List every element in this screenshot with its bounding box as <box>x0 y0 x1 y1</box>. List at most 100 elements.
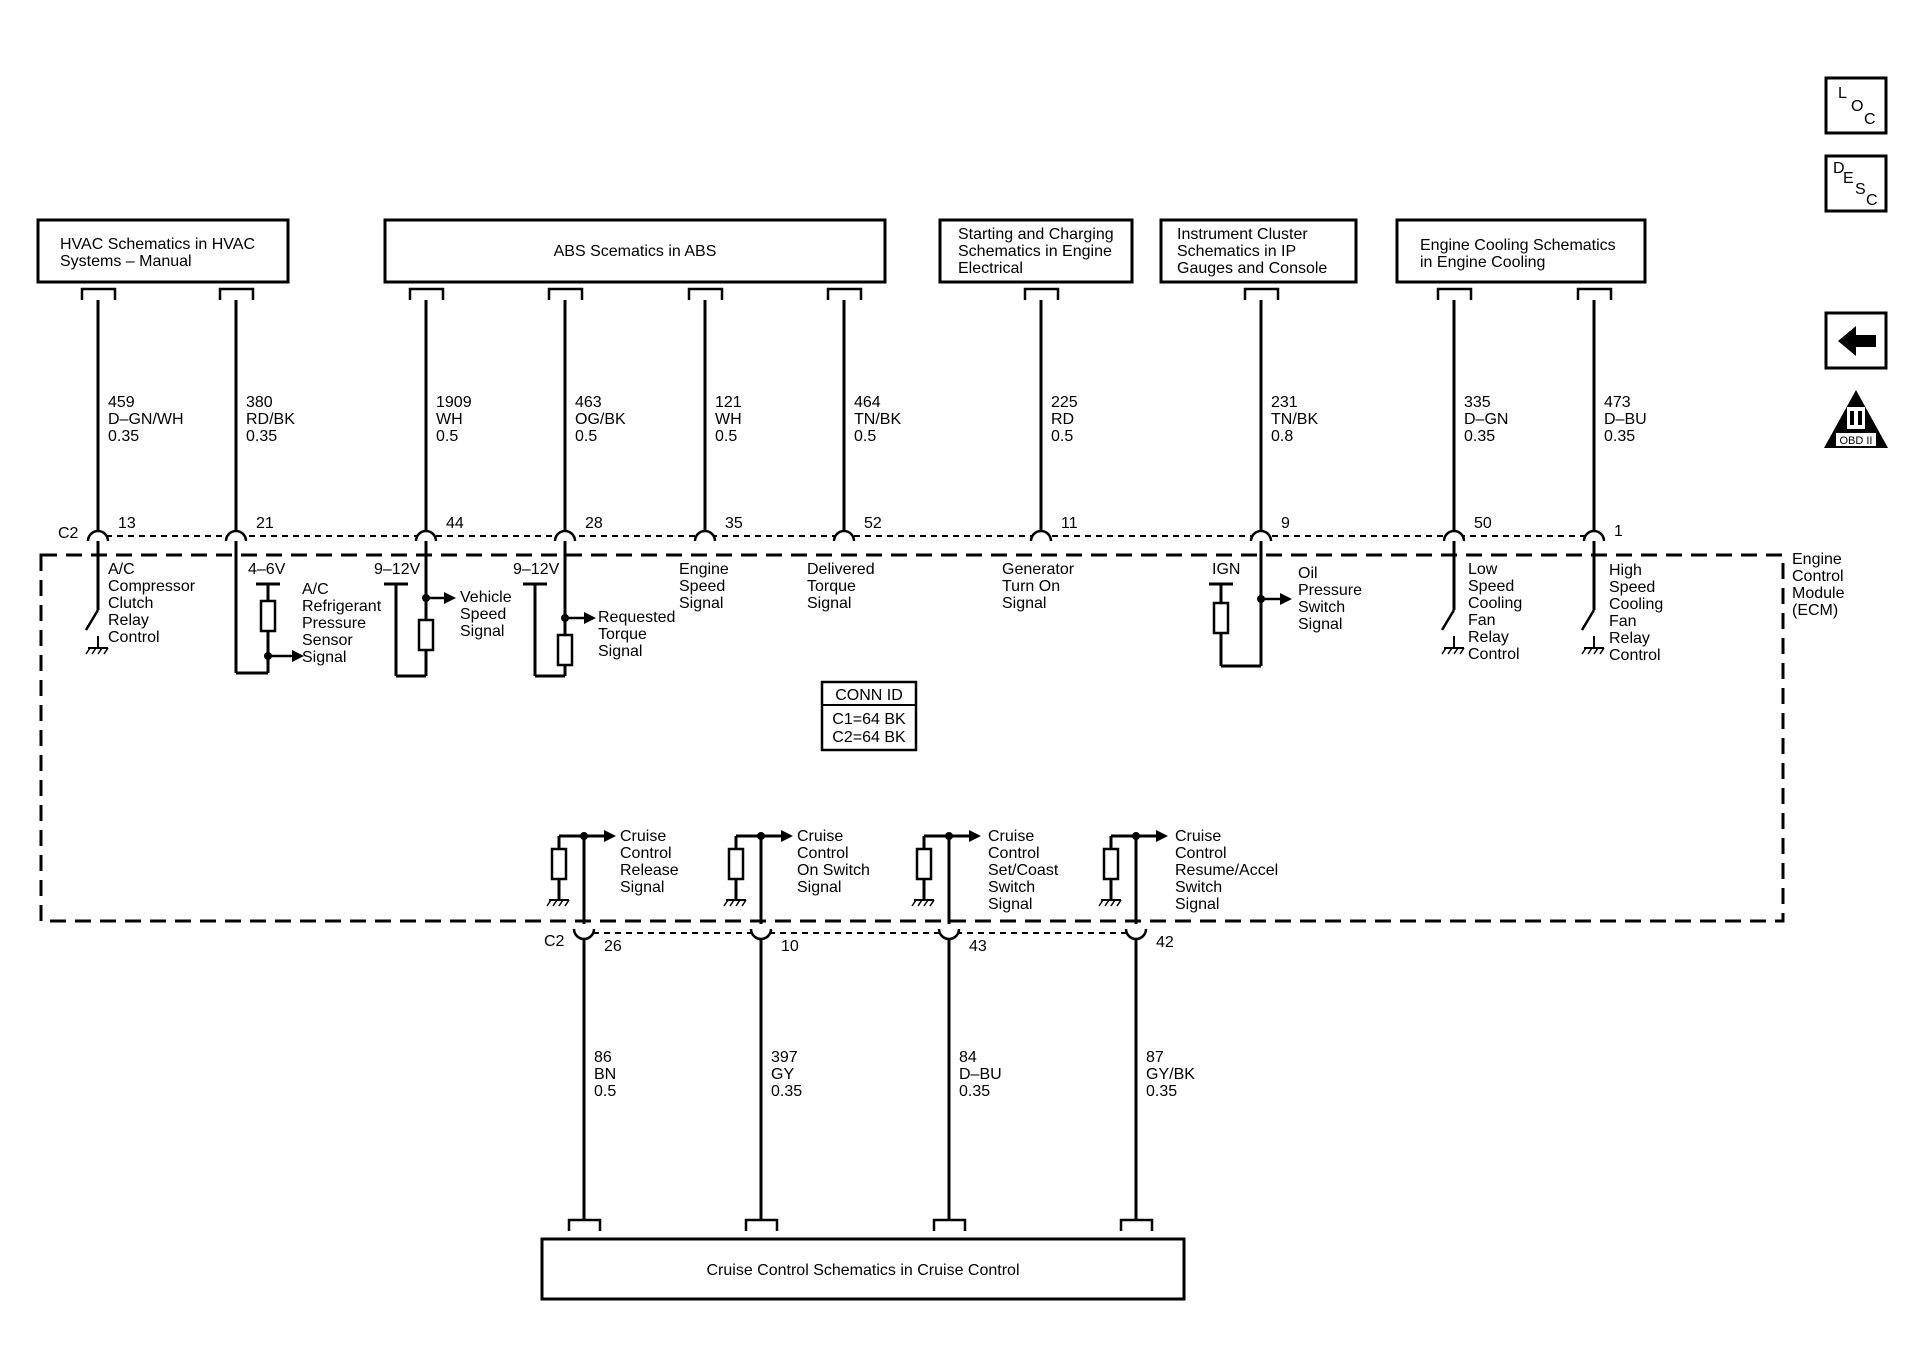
circuit-335-function-line-5: Relay <box>1468 629 1509 646</box>
circuit-86-function-line-4: Signal <box>620 879 664 896</box>
conn-id-line-1: C1=64 BK <box>832 711 906 728</box>
circuit-231-function-line-2: Pressure <box>1298 582 1362 599</box>
box-starting-charging[interactable]: Starting and Charging Schematics in Engi… <box>938 218 1134 284</box>
desc-letter-c: C <box>1866 192 1878 209</box>
circuit-335-ground-icon <box>1441 636 1465 655</box>
circuit-87-color: GY/BK <box>1146 1066 1195 1083</box>
circuit-463-arrow-icon <box>584 612 596 624</box>
circuit-86-pin-symbol <box>572 928 596 941</box>
circuit-87-function-line-1: Cruise <box>1175 828 1221 845</box>
loc-letter-l: L <box>1838 85 1847 102</box>
circuit-225-number: 225 <box>1051 394 1078 411</box>
circuit-1909-arrow-icon <box>444 592 456 604</box>
circuit-1909-function-line-3: Signal <box>460 623 504 640</box>
loc-letter-o: O <box>1851 98 1863 115</box>
box-starting-charging-line-1: Starting and Charging <box>958 226 1114 243</box>
circuit-397-color: GY <box>771 1066 794 1083</box>
circuit-463-junction <box>561 614 569 622</box>
circuit-397: Cruise Control On Switch Signal 10 397 G… <box>723 828 870 1231</box>
circuit-473-function-line-5: Relay <box>1609 630 1650 647</box>
circuit-380-pin: 21 <box>256 515 274 532</box>
box-instrument-cluster[interactable]: Instrument Cluster Schematics in IP Gaug… <box>1159 218 1358 284</box>
circuit-86-number: 86 <box>594 1049 612 1066</box>
circuit-473-function-line-6: Control <box>1609 647 1661 664</box>
circuit-231-junction <box>1257 595 1265 603</box>
circuit-464-gauge: 0.5 <box>854 428 876 445</box>
circuit-335-function-line-2: Speed <box>1468 578 1514 595</box>
box-abs-line-1: ABS Scematics in ABS <box>554 243 717 260</box>
desc-letter-s: S <box>1855 181 1866 198</box>
circuit-335: 335 D–GN 0.35 50 Low Speed Cooling Fan R… <box>1436 287 1522 663</box>
circuit-380-junction <box>264 652 272 660</box>
circuit-380-function-line-5: Signal <box>302 649 346 666</box>
circuit-459-pin-symbol <box>86 529 110 542</box>
ecm-label-line-4: (ECM) <box>1792 602 1838 619</box>
box-abs[interactable]: ABS Scematics in ABS <box>383 218 887 284</box>
circuit-225-function-line-1: Generator <box>1002 561 1075 578</box>
circuit-397-pin: 10 <box>781 938 799 955</box>
circuit-397-ground-icon <box>723 899 747 907</box>
connector-c2-top-label: C2 <box>58 525 79 542</box>
circuit-397-function-line-2: Control <box>797 845 849 862</box>
circuit-397-junction <box>757 832 765 840</box>
circuit-87-pin-symbol <box>1124 928 1148 941</box>
circuit-1909-pin: 44 <box>446 515 464 532</box>
box-engine-cooling-line-1: Engine Cooling Schematics <box>1420 237 1616 254</box>
obd-ii-button[interactable]: OBD II <box>1824 390 1888 448</box>
box-engine-cooling[interactable]: Engine Cooling Schematics in Engine Cool… <box>1395 218 1647 284</box>
circuit-121-gauge: 0.5 <box>715 428 737 445</box>
circuit-231-pin-symbol <box>1249 529 1273 542</box>
circuit-397-function-line-1: Cruise <box>797 828 843 845</box>
conn-id-line-2: C2=64 BK <box>832 729 906 746</box>
loc-button[interactable]: L O C <box>1824 76 1888 135</box>
circuit-335-pin: 50 <box>1474 515 1492 532</box>
circuit-380-function-line-1: A/C <box>302 581 329 598</box>
circuit-87-gauge: 0.35 <box>1146 1083 1177 1100</box>
circuit-84-function-line-2: Control <box>988 845 1040 862</box>
circuit-231-number: 231 <box>1271 394 1298 411</box>
circuit-464-function-line-2: Torque <box>807 578 856 595</box>
back-arrow-icon <box>1838 326 1876 356</box>
circuit-463-gauge: 0.5 <box>575 428 597 445</box>
desc-button[interactable]: D E S C <box>1824 154 1888 213</box>
circuit-335-function-line-6: Control <box>1468 646 1520 663</box>
circuit-87: Cruise Control Resume/Accel Switch Signa… <box>1098 828 1278 1231</box>
circuit-380-color: RD/BK <box>246 411 295 428</box>
circuit-397-gauge: 0.35 <box>771 1083 802 1100</box>
circuit-84-terminal <box>932 1218 967 1231</box>
box-engine-cooling-line-2: in Engine Cooling <box>1420 254 1545 271</box>
circuit-459-pin: 13 <box>118 515 136 532</box>
circuit-121-terminal <box>687 287 724 300</box>
circuit-473-pin-symbol <box>1582 529 1606 542</box>
circuit-1909-resistor <box>417 618 435 652</box>
box-cruise-control[interactable]: Cruise Control Schematics in Cruise Cont… <box>540 1237 1186 1301</box>
circuit-1909-function-line-1: Vehicle <box>460 589 512 606</box>
circuit-86-junction <box>580 832 588 840</box>
circuit-84-number: 84 <box>959 1049 977 1066</box>
circuit-84-pin: 43 <box>969 938 987 955</box>
circuit-380-terminal <box>218 287 255 300</box>
circuit-463-voltage: 9–12V <box>513 561 560 578</box>
circuit-335-terminal <box>1436 287 1473 300</box>
circuit-463-pin-symbol <box>553 529 577 542</box>
circuit-231-voltage: IGN <box>1212 561 1240 578</box>
back-button[interactable] <box>1824 311 1888 370</box>
circuit-464-number: 464 <box>854 394 881 411</box>
circuit-380-number: 380 <box>246 394 273 411</box>
circuit-397-arrow-icon <box>781 830 793 842</box>
circuit-84-ground-icon <box>911 899 935 907</box>
box-hvac[interactable]: HVAC Schematics in HVAC Systems – Manual <box>36 218 290 284</box>
circuit-473-function-line-2: Speed <box>1609 579 1655 596</box>
circuit-459-gauge: 0.35 <box>108 428 139 445</box>
circuit-459-function-line-4: Relay <box>108 612 149 629</box>
box-hvac-line-1: HVAC Schematics in HVAC <box>60 236 255 253</box>
circuit-459-function-line-5: Control <box>108 629 160 646</box>
circuit-84-function-line-3: Set/Coast <box>988 862 1059 879</box>
circuit-121-number: 121 <box>715 394 742 411</box>
circuit-380-resistor <box>259 599 277 633</box>
circuit-473-gauge: 0.35 <box>1604 428 1635 445</box>
circuit-86-function-line-3: Release <box>620 862 679 879</box>
circuit-87-ground-icon <box>1098 899 1122 907</box>
circuit-86-ground-icon <box>546 899 570 907</box>
